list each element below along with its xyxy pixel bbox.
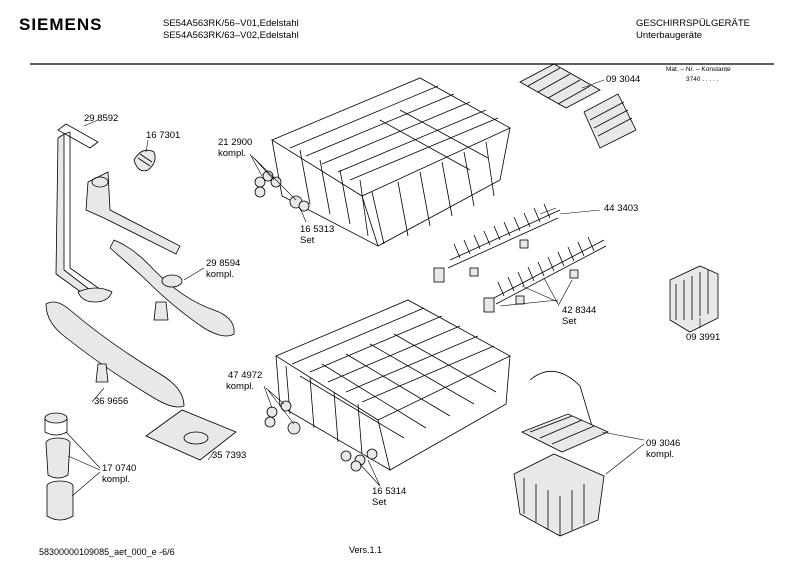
category-title: GESCHIRRSPÜLGERÄTE [636, 18, 751, 29]
part-474972-kompl: kompl. [226, 381, 254, 392]
part-474972: 47 4972 [228, 370, 263, 381]
model-line-2: SE54A563RK/63–V02,Edelstahl [163, 30, 299, 41]
mat-nr-value: 3740 . . . . . [686, 76, 719, 83]
clip-icon [433, 239, 579, 313]
document-id: 58300000109085_aet_000_e -6/6 [39, 547, 175, 557]
part-093044: 09 3044 [606, 74, 641, 85]
cutlery-basket-icon [513, 371, 609, 537]
filter-plate-icon [145, 409, 237, 461]
part-165314-set: Set [372, 497, 387, 508]
part-298592: 29 8592 [84, 113, 119, 124]
model-line-1: SE54A563RK/56–V01,Edelstahl [163, 18, 299, 29]
version-label: Vers.1.1 [349, 545, 383, 555]
part-212900-kompl: kompl. [218, 148, 246, 159]
cutlery-basket-insert-icon [669, 265, 719, 333]
part-443403: 44 3403 [604, 203, 639, 214]
nozzle-icon [133, 149, 156, 172]
subcategory-title: Unterbaugeräte [636, 30, 703, 41]
part-369656: 36 9656 [94, 396, 129, 407]
tine-rack-icon [447, 203, 607, 305]
cutlery-rack-icon [519, 63, 637, 149]
part-170740-kompl: kompl. [102, 474, 130, 485]
part-165314: 16 5314 [372, 486, 407, 497]
part-093046: 09 3046 [646, 438, 681, 449]
part-212900: 21 2900 [218, 137, 253, 148]
lower-basket-icon [264, 299, 511, 472]
part-428344-set: Set [562, 316, 577, 327]
part-357393: 35 7393 [212, 450, 247, 461]
filter-icon [44, 412, 74, 521]
upper-basket-icon [254, 77, 511, 247]
brand-logo: SIEMENS [19, 15, 103, 34]
mat-nr-label: Mat. – Nr. – Konstante [666, 66, 731, 73]
upper-spray-arm-icon [109, 239, 235, 337]
part-170740: 17 0740 [102, 463, 137, 474]
part-165313: 16 5313 [300, 224, 335, 235]
part-167301: 16 7301 [146, 130, 181, 141]
part-428344: 42 8344 [562, 305, 597, 316]
leader-lines [65, 79, 701, 497]
part-298594-kompl: kompl. [206, 269, 234, 280]
water-pipe-icon [55, 123, 181, 303]
lower-spray-arm-icon [45, 301, 185, 408]
part-093991: 09 3991 [686, 332, 721, 343]
part-298594: 29 8594 [206, 258, 241, 269]
part-093046-kompl: kompl. [646, 449, 674, 460]
part-165313-set: Set [300, 235, 315, 246]
